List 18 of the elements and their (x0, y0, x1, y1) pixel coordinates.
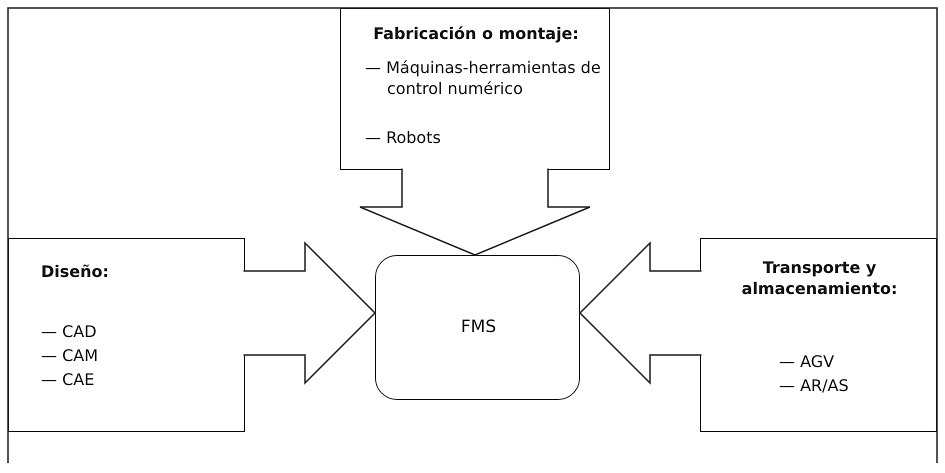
block-arrow (359, 168, 591, 256)
block-arrow (578, 241, 702, 385)
box-label: FMS (460, 317, 498, 338)
block-arrow (242, 241, 376, 385)
box-heading: Diseño: (41, 261, 110, 282)
list-item: — AR/AS (779, 375, 850, 396)
list-item: — Robots (365, 127, 442, 148)
list-item: — CAD (41, 321, 98, 342)
list-item: — CAE (41, 369, 96, 390)
text-box (340, 8, 610, 170)
list-item: — AGV (779, 351, 836, 372)
list-item: — Máquinas-herramientas de control numérico (365, 57, 602, 99)
text-box (8, 238, 245, 432)
box-heading: Fabricación o montaje: (372, 23, 580, 44)
text-box (700, 238, 937, 432)
rounded-box (375, 255, 580, 400)
box-heading: Transporte y almacenamiento: (740, 257, 898, 299)
list-item: — CAM (41, 345, 100, 366)
